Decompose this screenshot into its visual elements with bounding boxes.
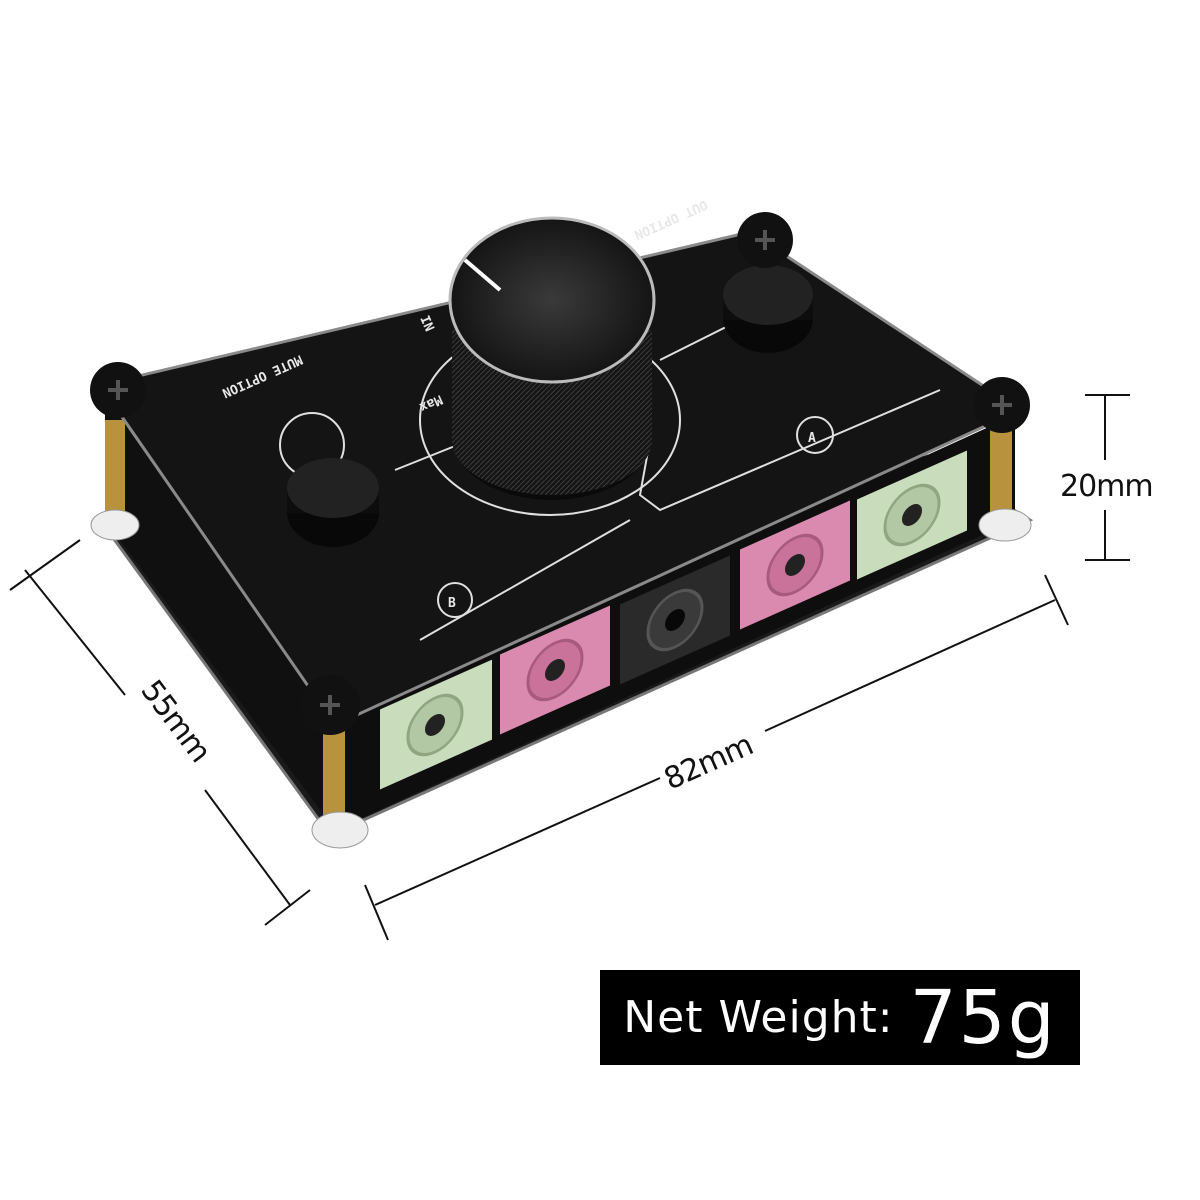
jack-pink-left xyxy=(500,605,610,735)
foot xyxy=(311,811,369,849)
left-face xyxy=(105,395,335,830)
mute-button[interactable] xyxy=(287,458,379,547)
length-dimension: 82mm xyxy=(659,728,758,798)
net-weight-badge: Net Weight: 75g xyxy=(600,970,1080,1065)
jack-green-left xyxy=(380,659,492,790)
screw-icon xyxy=(300,675,360,735)
jack-pink-right xyxy=(740,500,850,630)
screw-icon xyxy=(974,377,1030,433)
knob-indicator xyxy=(463,258,502,292)
label-b: B xyxy=(448,596,456,611)
dimension-lines xyxy=(9,394,1130,941)
screw-icon xyxy=(737,212,793,268)
volume-knob[interactable] xyxy=(448,216,656,500)
standoff xyxy=(323,720,345,820)
foot xyxy=(978,508,1032,542)
jack-green-right xyxy=(857,450,967,580)
standoff xyxy=(990,420,1012,515)
label-in: IN xyxy=(416,314,436,335)
label-a: A xyxy=(808,431,816,446)
output-select-button[interactable] xyxy=(723,265,813,353)
height-dimension: 20mm xyxy=(1060,469,1153,504)
jack-black xyxy=(620,555,730,685)
label-out-option: OUT OPTION xyxy=(632,196,710,242)
foot xyxy=(90,509,140,541)
net-weight-label: Net Weight: xyxy=(623,992,894,1043)
screw-icon xyxy=(90,362,146,418)
width-dimension: 55mm xyxy=(134,674,218,769)
standoff xyxy=(105,420,125,520)
net-weight-value: 75g xyxy=(909,974,1057,1061)
device: A B OUT OPTION MUTE OPTION Max IN xyxy=(90,196,1034,849)
